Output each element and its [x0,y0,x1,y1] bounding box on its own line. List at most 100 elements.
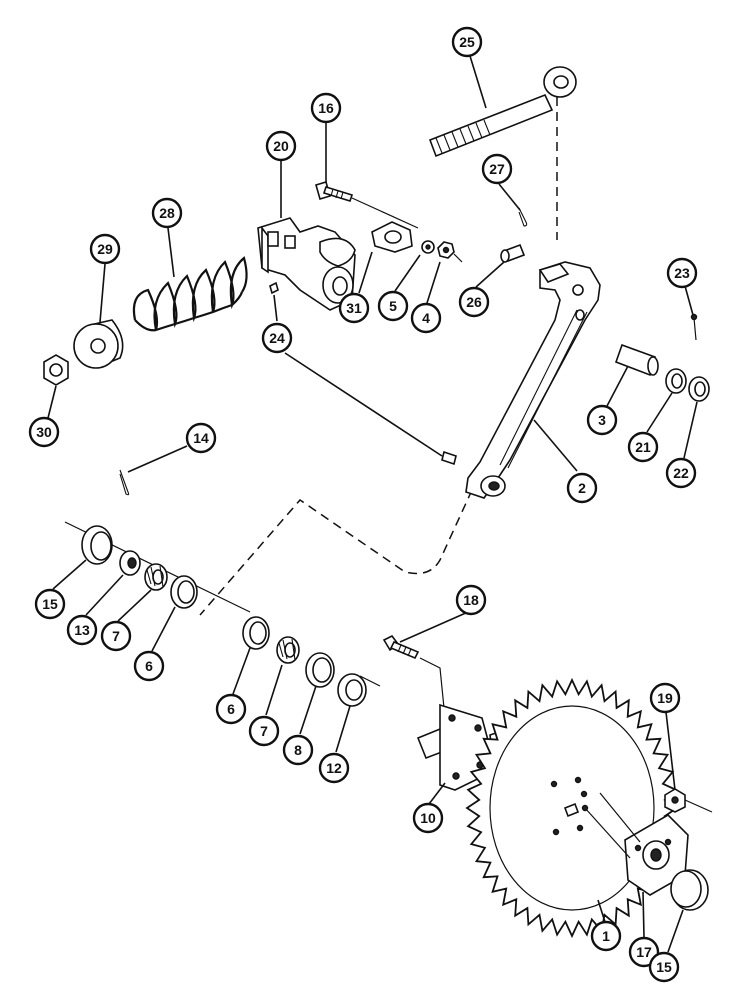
callout-30: 30 [28,416,60,448]
callout-14-label: 14 [193,430,209,446]
callout-14: 14 [185,422,217,454]
part-pin-26 [500,243,526,263]
callout-1-label: 1 [602,928,610,944]
part-nut-13 [119,550,141,576]
part-nut-19 [664,788,713,813]
callout-31-label: 31 [346,300,362,316]
callout-24-label: 24 [269,330,285,346]
callout-22: 22 [665,457,697,489]
part-seal-12 [337,673,367,707]
callout-7-right-label: 7 [260,723,268,739]
callout-25-label: 25 [459,34,475,50]
part-bolt-18 [382,634,445,709]
callout-15-right-label: 15 [656,959,672,975]
part-bolt-16 [315,181,419,229]
callout-21-label: 21 [635,439,651,455]
leader-lines [47,55,698,953]
callout-26: 26 [458,286,490,318]
part-cotter-pin-14 [119,469,130,496]
assembly-dashed-lines [199,82,558,616]
callout-20: 20 [265,130,297,162]
part-lever-arm-2 [465,261,601,499]
callout-4-label: 4 [422,310,430,326]
callout-15-left: 15 [34,588,66,620]
part-grease-fitting-23 [690,313,698,341]
part-washer-22 [688,376,710,402]
callout-2: 2 [566,472,598,504]
callout-15-right: 15 [648,951,680,983]
part-sleeve-3 [614,343,659,377]
callout-29: 29 [89,233,121,265]
part-nut-30 [43,354,69,386]
callout-5-label: 5 [389,298,397,314]
callout-12: 12 [318,752,350,784]
part-nut-4 [437,241,463,263]
callout-6-left-label: 6 [145,658,153,674]
callout-22-label: 22 [673,465,689,481]
callout-4: 4 [410,302,442,334]
callout-23-label: 23 [674,265,690,281]
callout-6-right: 6 [215,693,247,725]
bearing-axis-2 [359,675,381,687]
callout-17: 17 [628,936,660,968]
callout-28: 28 [151,197,183,229]
callout-12-label: 12 [326,760,342,776]
callout-13: 13 [66,614,98,646]
callout-29-label: 29 [97,241,113,257]
callout-16-label: 16 [318,100,334,116]
part-dust-cap-15-right [670,869,709,911]
callout-30-label: 30 [36,424,52,440]
part-clamp-31 [371,221,413,253]
part-bracket-20 [257,217,356,311]
callout-17-label: 17 [636,944,652,960]
callout-20-label: 20 [273,138,289,154]
callout-6-right-label: 6 [227,701,235,717]
callout-7-left: 7 [100,620,132,652]
callout-2-label: 2 [578,480,586,496]
part-spring-28 [132,256,248,332]
callout-23: 23 [666,257,698,289]
part-scraper-plate-17 [580,790,689,896]
callout-25: 25 [451,26,483,58]
part-spring-cap-29 [73,319,124,369]
callout-6-left: 6 [133,650,165,682]
callout-28-label: 28 [159,205,175,221]
callout-7-left-label: 7 [112,628,120,644]
callout-21: 21 [627,431,659,463]
part-set-screw-24 [269,281,457,466]
part-cotter-pin-27 [518,207,528,227]
callout-19: 19 [649,682,681,714]
callout-27: 27 [481,153,513,185]
callout-27-label: 27 [489,161,505,177]
part-race-8 [305,652,335,688]
callout-13-label: 13 [74,622,90,638]
part-eye-bolt-25 [428,66,577,158]
callout-18: 18 [455,584,487,616]
callout-15-left-label: 15 [42,596,58,612]
callout-3: 3 [586,404,618,436]
callout-1: 1 [590,920,622,952]
part-bearing-cone-7-right [276,636,300,664]
callout-3-label: 3 [598,412,606,428]
part-washer-5 [421,240,435,254]
part-seal-15-left [81,525,113,565]
callout-10-label: 10 [420,810,436,826]
callouts: 25 16 20 27 28 29 23 26 5 4 31 24 30 3 2… [28,26,698,983]
callout-19-label: 19 [657,690,673,706]
part-bearing-cup-6-left [170,575,198,609]
callout-16: 16 [310,92,342,124]
callout-31: 31 [338,292,370,324]
part-bearing-cone-7-left [144,563,168,591]
part-washer-21 [665,368,687,394]
callout-8: 8 [282,734,314,766]
callout-26-label: 26 [466,294,482,310]
callout-24: 24 [261,322,293,354]
callout-10: 10 [412,802,444,834]
callout-5: 5 [377,290,409,322]
part-bearing-cup-6-right [242,616,270,650]
callout-7-right: 7 [248,715,280,747]
callout-18-label: 18 [463,592,479,608]
part-notched-disc-1 [465,677,679,939]
